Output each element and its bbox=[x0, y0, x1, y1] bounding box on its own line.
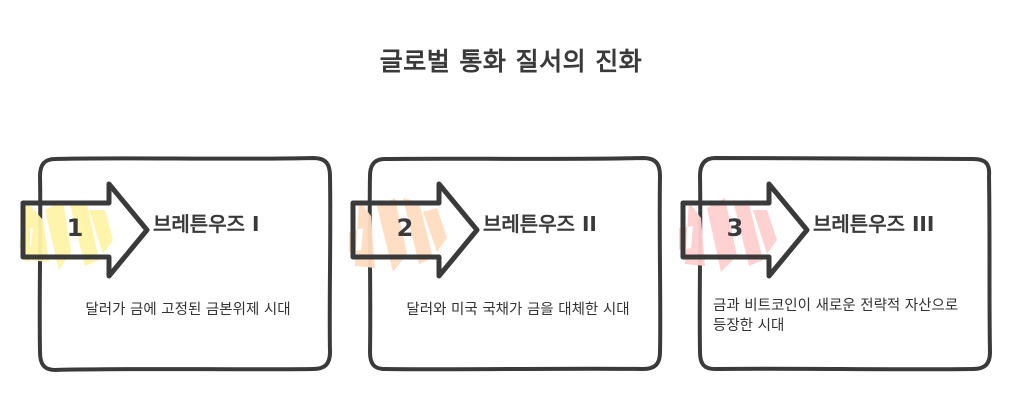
step-title-1: 브레튼우즈 I bbox=[153, 212, 260, 236]
step-card-3: 3 브레튼우즈 III 금과 비트코인이 새로운 전략적 자산으로 등장한 시대 bbox=[679, 156, 993, 372]
card-frame bbox=[37, 156, 333, 372]
step-arrow-3 bbox=[679, 181, 810, 279]
step-title-2: 브레튼우즈 II bbox=[483, 212, 597, 236]
card-frame bbox=[697, 156, 992, 372]
step-title-3: 브레튼우즈 III bbox=[813, 212, 935, 236]
step-card-1: 1 브레튼우즈 I 달러가 금에 고정된 금본위제 시대 bbox=[19, 156, 333, 372]
step-number-1: 1 bbox=[66, 214, 84, 242]
step-number-3: 3 bbox=[726, 214, 744, 242]
step-number-2: 2 bbox=[396, 214, 414, 242]
step-card-2: 2 브레튼우즈 II 달러와 미국 국채가 금을 대체한 시대 bbox=[349, 156, 663, 372]
step-arrow-1 bbox=[19, 181, 150, 279]
step-description-1: 달러가 금에 고정된 금본위제 시대 bbox=[85, 302, 291, 318]
step-description-2: 달러와 미국 국채가 금을 대체한 시대 bbox=[406, 302, 630, 318]
step-description-3: 금과 비트코인이 새로운 전략적 자산으로 등장한 시대 bbox=[713, 298, 959, 334]
diagram-title: 글로벌 통화 질서의 진화 bbox=[379, 47, 643, 76]
step-arrow-2 bbox=[349, 181, 480, 279]
